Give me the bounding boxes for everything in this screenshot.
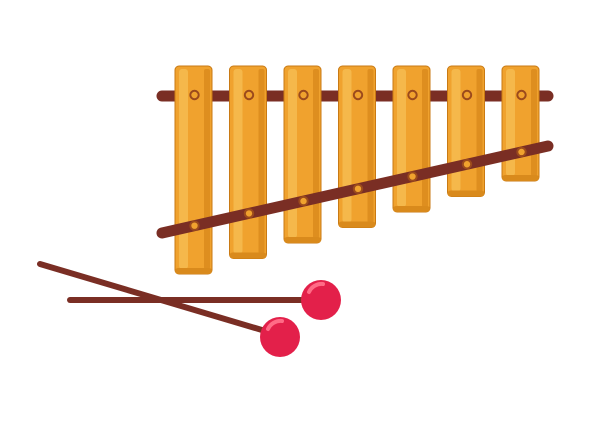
bar-3-bottom-screw <box>298 195 309 207</box>
bar-4-bottom-screw <box>352 183 364 195</box>
mallet-head-upper <box>301 280 341 320</box>
xylophone-bar-7 <box>501 65 540 182</box>
bar-6-top-screw <box>461 89 473 101</box>
bar-1-bottom-screw <box>189 220 200 231</box>
bar-4-top-screw <box>352 89 364 101</box>
xylophone-bar-5 <box>392 65 431 213</box>
bar-2-top-screw <box>243 89 255 101</box>
xylophone-bar-6 <box>447 65 485 197</box>
mallet-head-lower <box>260 317 300 357</box>
mallets <box>37 261 341 357</box>
bar-screws <box>189 89 527 231</box>
bar-7-top-screw <box>516 89 527 101</box>
bar-2-bottom-screw <box>243 208 255 219</box>
bar-3-top-screw <box>298 89 309 101</box>
bar-5-bottom-screw <box>407 171 418 182</box>
mallet-stick-diagonal <box>37 261 275 336</box>
bar-1-top-screw <box>189 89 200 101</box>
bar-5-top-screw <box>407 89 418 101</box>
bar-6-bottom-screw <box>461 159 473 170</box>
bar-7-bottom-screw <box>516 146 527 158</box>
